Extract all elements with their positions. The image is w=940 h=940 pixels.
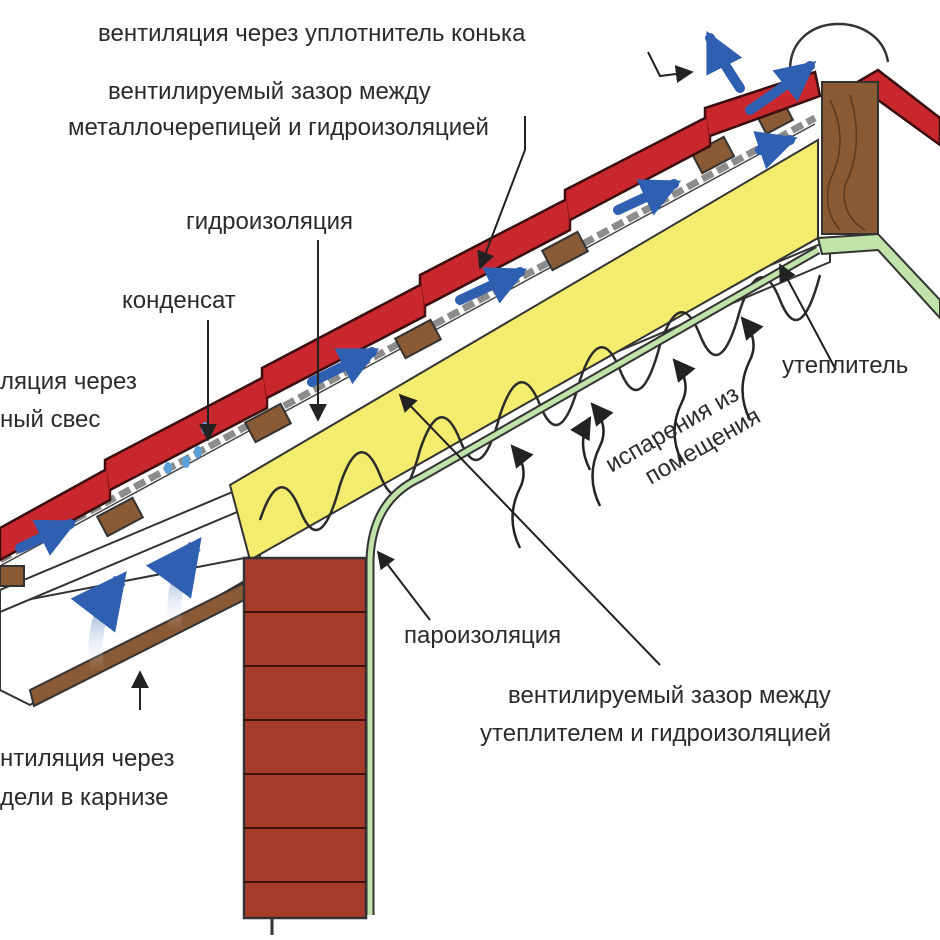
label-eaves-line-2: дели в карнизе [0,784,169,811]
evaporation-arrows [510,316,764,549]
label-waterproofing: гидроизоляция [186,208,353,235]
label-eaves-line-1: нтиляция через [0,745,175,772]
label-insulation-gap-line-1: вентилируемый зазор между [508,682,831,709]
label-overhang-line-2: ный свес [0,406,101,433]
ceiling-right [816,232,940,320]
label-insulation: утеплитель [782,352,909,379]
label-insulation-gap-line-2: утеплителем и гидроизоляцией [480,720,832,747]
tile-step-shadows [105,108,710,500]
label-condensate: конденсат [122,287,236,314]
label-overhang-line-1: ляция через [0,368,137,395]
label-tile-gap-line-2: металлочерепицей и гидроизоляцией [68,114,489,141]
label-vapor-barrier: пароизоляция [404,622,562,649]
label-tile-gap-line-1: вентилируемый зазор между [108,78,431,105]
airflow-arrows [15,30,817,556]
label-ridge-ventilation: вентиляция через уплотнитель конька [98,20,526,47]
ridge-cap [788,22,890,71]
brick-courses [244,611,366,883]
intake-arrows [70,536,202,674]
ridge-beam-grain [826,94,866,231]
ridge-beam [821,81,879,235]
vapor-barrier-fill [367,247,820,915]
brick-wall [242,556,368,920]
leader-lines [131,51,837,710]
